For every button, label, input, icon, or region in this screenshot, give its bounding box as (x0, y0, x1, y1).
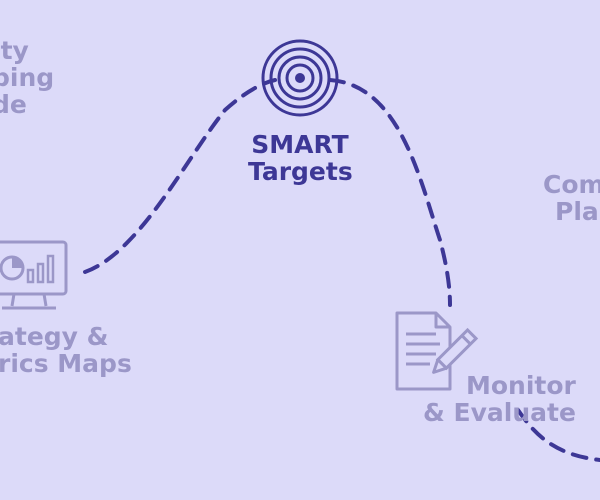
monitor-chart-icon (0, 240, 68, 310)
target-icon (261, 39, 339, 117)
document-pencil-icon (395, 311, 479, 391)
stage-label-strategy-metrics: ategy & rics Maps (0, 322, 132, 378)
stage-label-smart-targets: SMART Targets (248, 130, 353, 186)
stage-label-capability-mapping: ity ping de (0, 36, 55, 119)
stage-label-compile-plan: Com Pla (543, 170, 600, 226)
stage-label-monitor-evaluate: Monitor & Evaluate (423, 371, 576, 427)
